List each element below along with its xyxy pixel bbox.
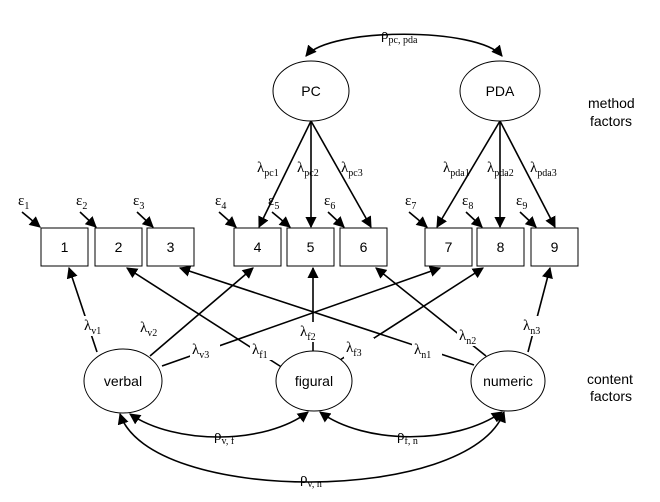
err-arrow-4	[218, 211, 237, 228]
lambda-n2: λn2	[459, 328, 476, 347]
corr-f-n-label: ρf, n	[397, 428, 418, 447]
content-factors-label: content	[587, 371, 633, 387]
svg-text:6: 6	[360, 239, 368, 255]
edge-pda-7	[436, 120, 501, 228]
lambda-pda1: λpda1	[443, 160, 470, 179]
epsilon-2: ε2	[76, 193, 87, 212]
numeric-label: numeric	[483, 373, 533, 389]
corr-v-n-curve	[117, 410, 506, 483]
corr-pc-pda-curve	[305, 33, 503, 57]
pc-label: PC	[301, 83, 320, 99]
svg-text:4: 4	[254, 239, 262, 255]
err-arrow-8	[465, 211, 483, 228]
edge-pc-4	[258, 120, 312, 229]
epsilon-4: ε4	[215, 193, 226, 212]
lambda-pda3: λpda3	[530, 160, 557, 179]
indicator-box-6: 6	[339, 227, 388, 267]
epsilon-7: ε7	[405, 193, 416, 212]
lambda-f3: λf3	[346, 340, 362, 359]
error-terms: ε1 ε2 ε3 ε4 ε5 ε6 ε7 ε8 ε9	[18, 193, 527, 212]
err-arrow-5	[271, 211, 291, 228]
lambda-v2: λv2	[140, 320, 157, 339]
err-arrow-1	[21, 211, 41, 228]
edge-pc-6	[310, 120, 372, 228]
method-factor-pc: PC	[272, 60, 350, 122]
indicator-box-2: 2	[94, 227, 143, 267]
svg-text:7: 7	[445, 239, 453, 255]
svg-text:9: 9	[551, 239, 559, 255]
method-factors-label-2: factors	[590, 113, 632, 129]
err-arrow-7	[408, 211, 428, 228]
svg-text:5: 5	[307, 239, 315, 255]
err-arrow-2	[79, 211, 97, 228]
indicator-box-3: 3	[146, 227, 195, 267]
lambda-pda2: λpda2	[487, 160, 514, 179]
corr-v-n-label: ρv, n	[300, 471, 322, 490]
epsilon-6: ε6	[324, 193, 335, 212]
corr-v-f-label: ρv, f	[214, 428, 235, 447]
lambda-v3: λv3	[192, 342, 209, 361]
verbal-label: verbal	[104, 373, 142, 389]
figural-label: figural	[295, 373, 333, 389]
svg-text:2: 2	[115, 239, 123, 255]
edge-verbal-1	[66, 266, 98, 353]
epsilon-1: ε1	[18, 193, 29, 212]
indicator-box-9: 9	[530, 227, 579, 267]
content-factor-numeric: numeric	[470, 350, 546, 412]
content-factors-label-2: factors	[590, 388, 632, 404]
method-factors-label: method	[588, 95, 635, 111]
edge-numeric-9	[527, 266, 553, 353]
indicator-box-1: 1	[40, 227, 89, 267]
lambda-f1: λf1	[252, 342, 268, 361]
err-arrow-6	[327, 211, 345, 228]
content-factor-figural: figural	[275, 350, 353, 412]
lambda-pc2: λpc2	[297, 160, 319, 179]
err-arrow-9	[519, 211, 537, 228]
indicator-box-4: 4	[233, 227, 282, 267]
lambda-pc3: λpc3	[341, 160, 363, 179]
pda-label: PDA	[486, 83, 515, 99]
lambda-n1: λn1	[414, 342, 431, 361]
method-factor-pda: PDA	[459, 60, 541, 122]
method-loading-labels: λpc1 λpc2 λpc3 λpda1 λpda2 λpda3	[257, 160, 557, 179]
lambda-f2: λf2	[300, 324, 316, 343]
edge-verbal-4	[149, 267, 254, 357]
corr-f-n-curve	[319, 411, 503, 438]
svg-text:8: 8	[497, 239, 505, 255]
epsilon-3: ε3	[133, 193, 144, 212]
err-arrow-3	[136, 211, 154, 228]
svg-text:3: 3	[167, 239, 175, 255]
lambda-v1: λv1	[84, 318, 101, 337]
lambda-pc1: λpc1	[257, 160, 279, 179]
indicator-box-5: 5	[286, 227, 335, 267]
content-factor-verbal: verbal	[83, 348, 163, 414]
content-loading-labels: λv1 λv2 λv3 λf1 λf2 λf3 λn1 λn2 λn3	[82, 316, 551, 361]
indicator-box-8: 8	[476, 227, 525, 267]
corr-pc-pda-label: ρpc, pda	[381, 27, 418, 46]
edge-pda-9	[499, 120, 556, 228]
epsilon-9: ε9	[516, 193, 527, 212]
epsilon-5: ε5	[268, 193, 279, 212]
svg-text:1: 1	[61, 239, 69, 255]
epsilon-8: ε8	[462, 193, 473, 212]
indicator-box-7: 7	[424, 227, 473, 267]
lambda-n3: λn3	[523, 318, 540, 337]
